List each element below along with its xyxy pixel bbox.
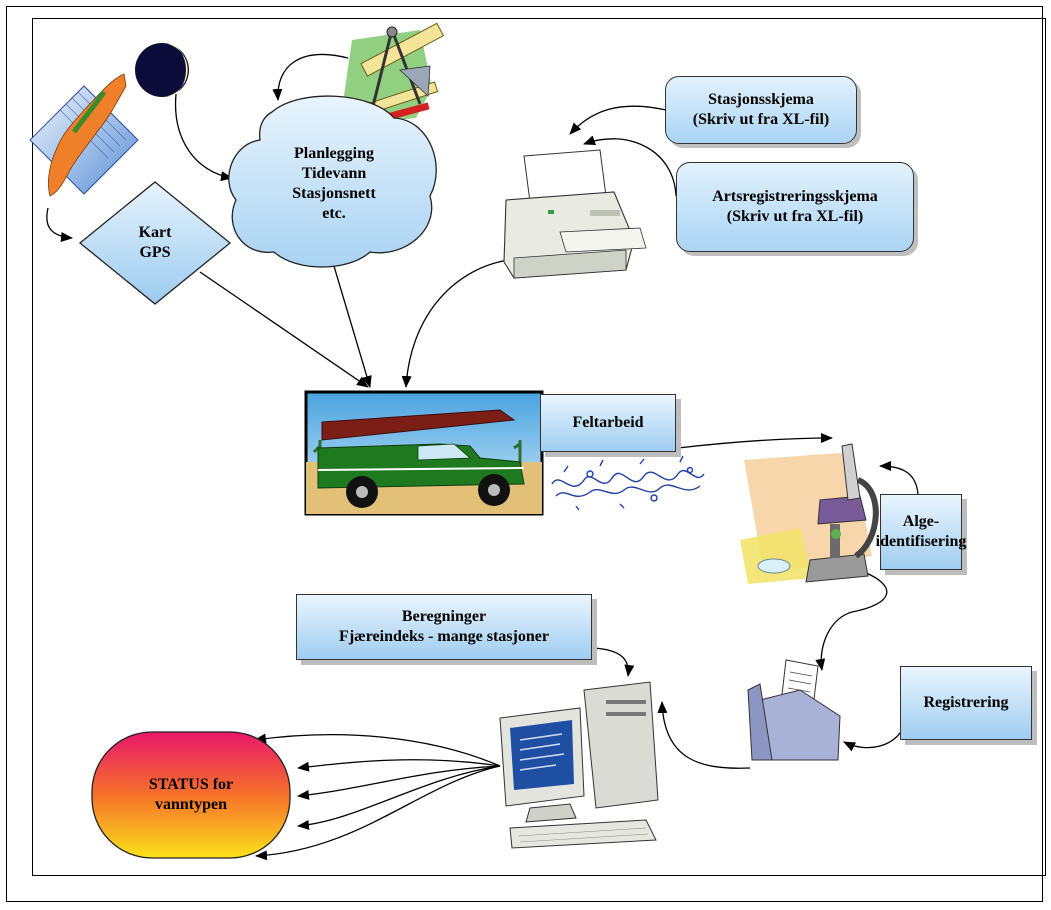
arrow-computer-to-status-3 [297, 765, 501, 800]
algae-line-2: identifisering [875, 533, 967, 550]
arrow-tools-to-planning [272, 53, 349, 101]
status-label: STATUS for vanntypen [92, 764, 290, 826]
folder-icon [747, 659, 841, 761]
planning-cloud [228, 95, 437, 268]
station-form-line-1: Stasjonsskjema [708, 91, 814, 108]
algae-box: Alge- identifisering [876, 494, 966, 570]
species-form-line-1: Artsregistreringsskjema [712, 188, 878, 205]
status-capsule [91, 731, 291, 859]
arrow-computer-to-status-4 [297, 765, 501, 830]
printer-icon [503, 149, 647, 279]
arrow-folder-to-computer [657, 701, 751, 769]
arrow-map-to-diamond [46, 207, 73, 242]
arrow-planning-to-truck [327, 245, 372, 388]
fieldwork-box: Feltarbeid [540, 394, 676, 452]
arrow-stationform-to-printer [569, 105, 667, 135]
arrow-algae-to-microscope [879, 461, 919, 495]
map-line-1: Kart [138, 224, 172, 241]
arrow-moon-to-planning [174, 93, 233, 182]
seaweed-icon [551, 455, 705, 511]
arrow-registration-to-folder [843, 725, 905, 752]
calculations-line-2: Fjæreindeks - mange stasjoner [339, 628, 549, 645]
planning-line-4: etc. [322, 205, 346, 222]
outer-frame [6, 6, 1043, 902]
arrow-microscope-to-folder [815, 571, 888, 671]
fieldwork-label: Feltarbeid [572, 414, 644, 431]
status-line-1: STATUS for [148, 776, 234, 793]
registration-box: Registrering [900, 666, 1032, 740]
station-form-line-2: (Skriv ut fra XL-fil) [692, 111, 830, 128]
map-gps-diamond [78, 181, 232, 305]
station-form-box: Stasjonsskjema (Skriv ut fra XL-fil) [665, 76, 857, 144]
planning-line-2: Tidevann [301, 165, 367, 182]
pickup-truck-icon [304, 390, 544, 516]
arrow-calc-to-computer [593, 647, 635, 677]
arrow-diamond-to-truck [199, 271, 369, 388]
moon-icon [135, 43, 189, 97]
species-form-box: Artsregistreringsskjema (Skriv ut fra XL… [676, 162, 914, 252]
inner-frame [32, 18, 1046, 876]
arrow-computer-to-status-2 [297, 759, 501, 772]
arrow-computer-to-status-1 [254, 733, 501, 767]
map-gps-label: Kart GPS [110, 220, 200, 266]
calculations-box: Beregninger Fjæreindeks - mange stasjone… [296, 594, 592, 660]
norway-map-icon [29, 73, 139, 197]
species-form-line-2: (Skriv ut fra XL-fil) [726, 208, 864, 225]
map-line-2: GPS [139, 244, 171, 261]
planning-line-1: Planlegging [293, 145, 374, 162]
planning-line-3: Stasjonsnett [292, 185, 376, 202]
microscope-icon [740, 443, 879, 584]
status-line-2: vanntypen [154, 796, 228, 813]
calculations-line-1: Beregninger [401, 608, 487, 625]
planning-label: Planlegging Tidevann Stasjonsnett etc. [248, 128, 420, 240]
arrow-printer-to-truck [401, 259, 509, 388]
computer-icon [499, 681, 659, 849]
algae-line-1: Alge- [902, 513, 940, 530]
arrow-computer-to-status-5 [255, 765, 501, 861]
registration-label: Registrering [923, 694, 1009, 711]
arrow-speciesform-to-printer [583, 135, 677, 197]
arrow-fieldwork-to-microscope [677, 433, 833, 449]
